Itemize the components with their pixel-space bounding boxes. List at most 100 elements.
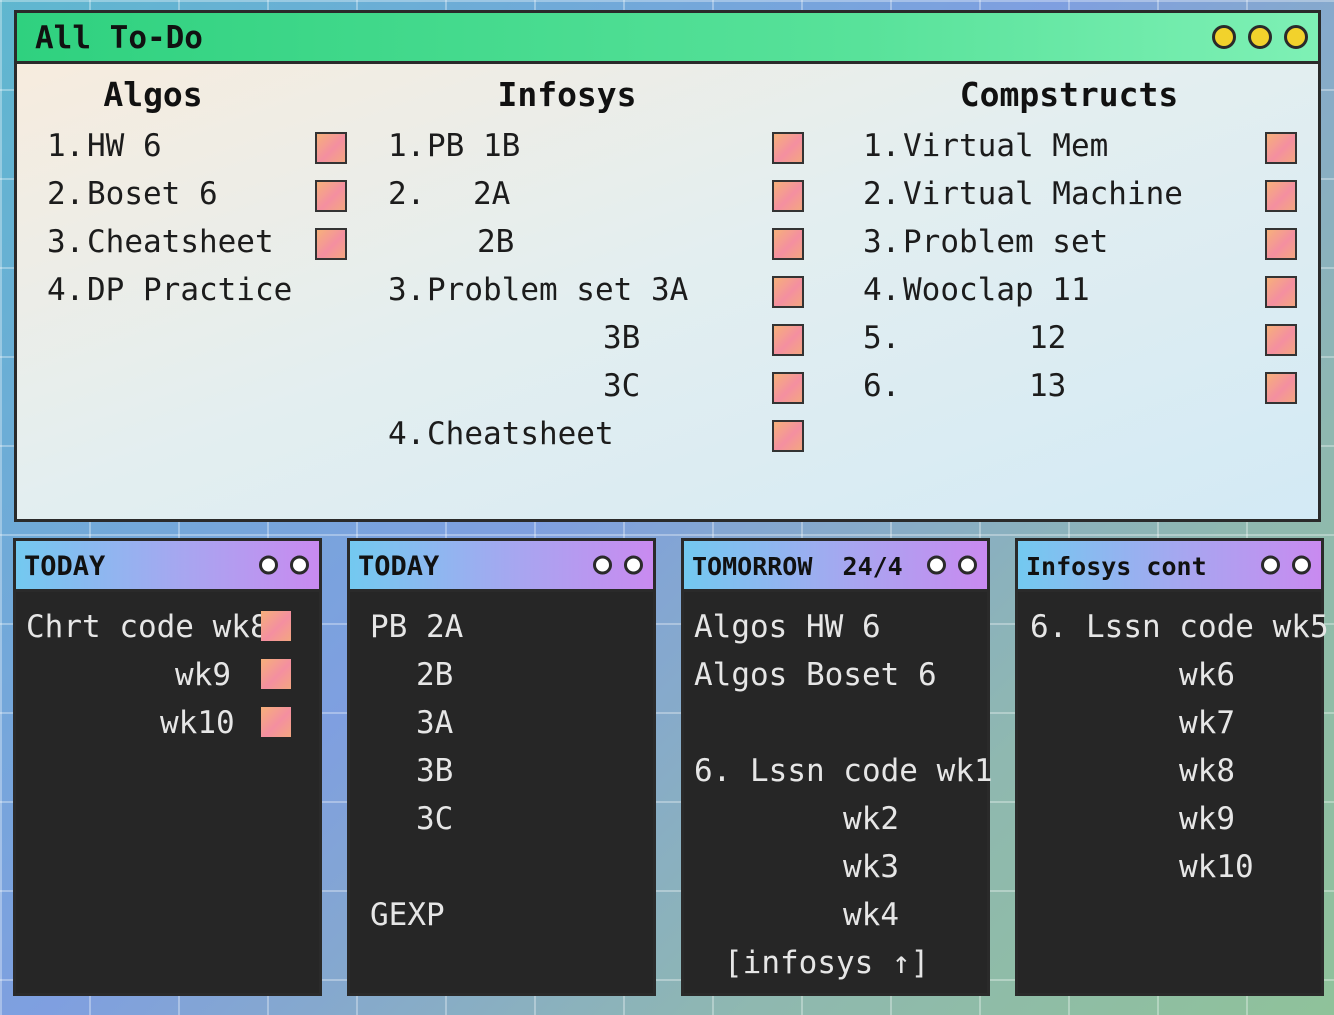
list-item-text: Problem set 3A bbox=[427, 272, 689, 308]
list-item-number: 1. bbox=[863, 128, 901, 164]
panel-title: TODAY bbox=[24, 551, 106, 582]
tomorrow-panel: TOMORROW 24/4 Algos HW 6 Algos Boset 6 6… bbox=[681, 538, 993, 996]
checkbox-compstructs-4[interactable] bbox=[1265, 276, 1297, 308]
list-item-number: 3. bbox=[47, 224, 85, 260]
checkbox-chrt-code-wk9[interactable] bbox=[261, 659, 291, 689]
list-item-number: 3. bbox=[863, 224, 901, 260]
checkbox-algos-3[interactable] bbox=[315, 228, 347, 260]
close-dot-icon[interactable] bbox=[1292, 555, 1311, 575]
list-item-text: 13 bbox=[1029, 368, 1067, 404]
task-line: Algos HW 6 bbox=[694, 609, 881, 645]
panel-title: TODAY bbox=[358, 551, 440, 582]
all-todo-window: All To-Do Algos Infosys Compstructs 1. H… bbox=[14, 10, 1321, 522]
checkbox-compstructs-2[interactable] bbox=[1265, 180, 1297, 212]
list-item-number: 4. bbox=[388, 416, 426, 452]
list-item-number: 5. bbox=[863, 320, 901, 356]
column-heading-compstructs: Compstructs bbox=[959, 75, 1179, 114]
list-item-text: Cheatsheet bbox=[87, 224, 274, 260]
list-item-number: 1. bbox=[47, 128, 85, 164]
main-window-title: All To-Do bbox=[35, 20, 203, 56]
panel-titlebar[interactable]: TODAY bbox=[16, 541, 319, 592]
close-dot-icon[interactable] bbox=[1284, 25, 1308, 49]
list-item-text: 2B bbox=[477, 224, 515, 260]
column-heading-algos: Algos bbox=[103, 75, 203, 114]
window-controls bbox=[927, 555, 977, 575]
list-item-number: 2. bbox=[47, 176, 85, 212]
task-line: wk3 bbox=[843, 849, 899, 885]
maximize-dot-icon[interactable] bbox=[1248, 25, 1272, 49]
task-line: Chrt code wk8 bbox=[26, 609, 269, 645]
infosys-cont-panel: Infosys cont 6. Lssn code wk5 wk6 wk7 wk… bbox=[1015, 538, 1329, 996]
list-item-number: 6. bbox=[863, 368, 901, 404]
panel-titlebar[interactable]: TODAY bbox=[350, 541, 653, 592]
checkbox-infosys-1[interactable] bbox=[772, 132, 804, 164]
window-controls bbox=[259, 555, 309, 575]
minimize-dot-icon[interactable] bbox=[927, 555, 946, 575]
minimize-dot-icon[interactable] bbox=[1261, 555, 1280, 575]
close-dot-icon[interactable] bbox=[290, 555, 309, 575]
checkbox-compstructs-1[interactable] bbox=[1265, 132, 1297, 164]
checkbox-algos-2[interactable] bbox=[315, 180, 347, 212]
list-item-text: Problem set bbox=[903, 224, 1109, 260]
panel-titlebar[interactable]: Infosys cont bbox=[1018, 541, 1321, 592]
task-line: wk8 bbox=[1179, 753, 1235, 789]
task-line: 2B bbox=[416, 657, 454, 693]
checkbox-infosys-2a[interactable] bbox=[772, 180, 804, 212]
panel-title: TOMORROW 24/4 bbox=[692, 552, 903, 581]
checkbox-infosys-3c[interactable] bbox=[772, 372, 804, 404]
task-line: wk10 bbox=[1179, 849, 1254, 885]
list-item-text: PB 1B bbox=[427, 128, 521, 164]
task-line: 6. Lssn code wk1 bbox=[694, 753, 993, 789]
checkbox-infosys-4[interactable] bbox=[772, 420, 804, 452]
checkbox-chrt-code-wk8[interactable] bbox=[261, 611, 291, 641]
list-item-text: 2A bbox=[473, 176, 511, 212]
close-dot-icon[interactable] bbox=[624, 555, 643, 575]
list-item-text: 3B bbox=[603, 320, 641, 356]
list-item-text: Boset 6 bbox=[87, 176, 218, 212]
checkbox-compstructs-6[interactable] bbox=[1265, 372, 1297, 404]
task-line: PB 2A bbox=[370, 609, 464, 645]
minimize-dot-icon[interactable] bbox=[1212, 25, 1236, 49]
checkbox-infosys-3a[interactable] bbox=[772, 276, 804, 308]
checkbox-compstructs-3[interactable] bbox=[1265, 228, 1297, 260]
list-item-number: 4. bbox=[47, 272, 85, 308]
task-line: 3B bbox=[416, 753, 454, 789]
column-heading-infosys: Infosys bbox=[497, 75, 637, 114]
list-item-text: 12 bbox=[1029, 320, 1067, 356]
checkbox-infosys-2b[interactable] bbox=[772, 228, 804, 260]
minimize-dot-icon[interactable] bbox=[593, 555, 612, 575]
panel-titlebar[interactable]: TOMORROW 24/4 bbox=[684, 541, 987, 592]
close-dot-icon[interactable] bbox=[958, 555, 977, 575]
panel-title: Infosys cont bbox=[1026, 552, 1207, 581]
main-titlebar[interactable]: All To-Do bbox=[17, 13, 1318, 64]
task-line: wk2 bbox=[843, 801, 899, 837]
task-line: wk10 bbox=[160, 705, 235, 741]
task-line: wk9 bbox=[175, 657, 231, 693]
task-line: 3C bbox=[416, 801, 454, 837]
today-panel-1: TODAY Chrt code wk8 wk9 wk10 bbox=[13, 538, 322, 996]
checkbox-infosys-3b[interactable] bbox=[772, 324, 804, 356]
task-line: GEXP bbox=[370, 897, 445, 933]
window-controls bbox=[593, 555, 643, 575]
list-item-number: 3. bbox=[388, 272, 426, 308]
list-item-number: 2. bbox=[863, 176, 901, 212]
task-line: Algos Boset 6 bbox=[694, 657, 937, 693]
checkbox-algos-1[interactable] bbox=[315, 132, 347, 164]
minimize-dot-icon[interactable] bbox=[259, 555, 278, 575]
task-line: wk9 bbox=[1179, 801, 1235, 837]
checkbox-compstructs-5[interactable] bbox=[1265, 324, 1297, 356]
list-item-number: 4. bbox=[863, 272, 901, 308]
task-line: 6. Lssn code wk5 bbox=[1030, 609, 1329, 645]
list-item-text: DP Practice bbox=[87, 272, 293, 308]
list-item-text: Virtual Machine bbox=[903, 176, 1183, 212]
window-controls bbox=[1212, 25, 1308, 49]
today-panel-2: TODAY PB 2A 2B 3A 3B 3C GEXP bbox=[347, 538, 656, 996]
checkbox-chrt-code-wk10[interactable] bbox=[261, 707, 291, 737]
list-item-text: Virtual Mem bbox=[903, 128, 1109, 164]
task-line: wk6 bbox=[1179, 657, 1235, 693]
list-item-text: 3C bbox=[603, 368, 641, 404]
task-line: wk7 bbox=[1179, 705, 1235, 741]
list-item-number: 2. bbox=[388, 176, 426, 212]
window-controls bbox=[1261, 555, 1311, 575]
list-item-text: Wooclap 11 bbox=[903, 272, 1090, 308]
